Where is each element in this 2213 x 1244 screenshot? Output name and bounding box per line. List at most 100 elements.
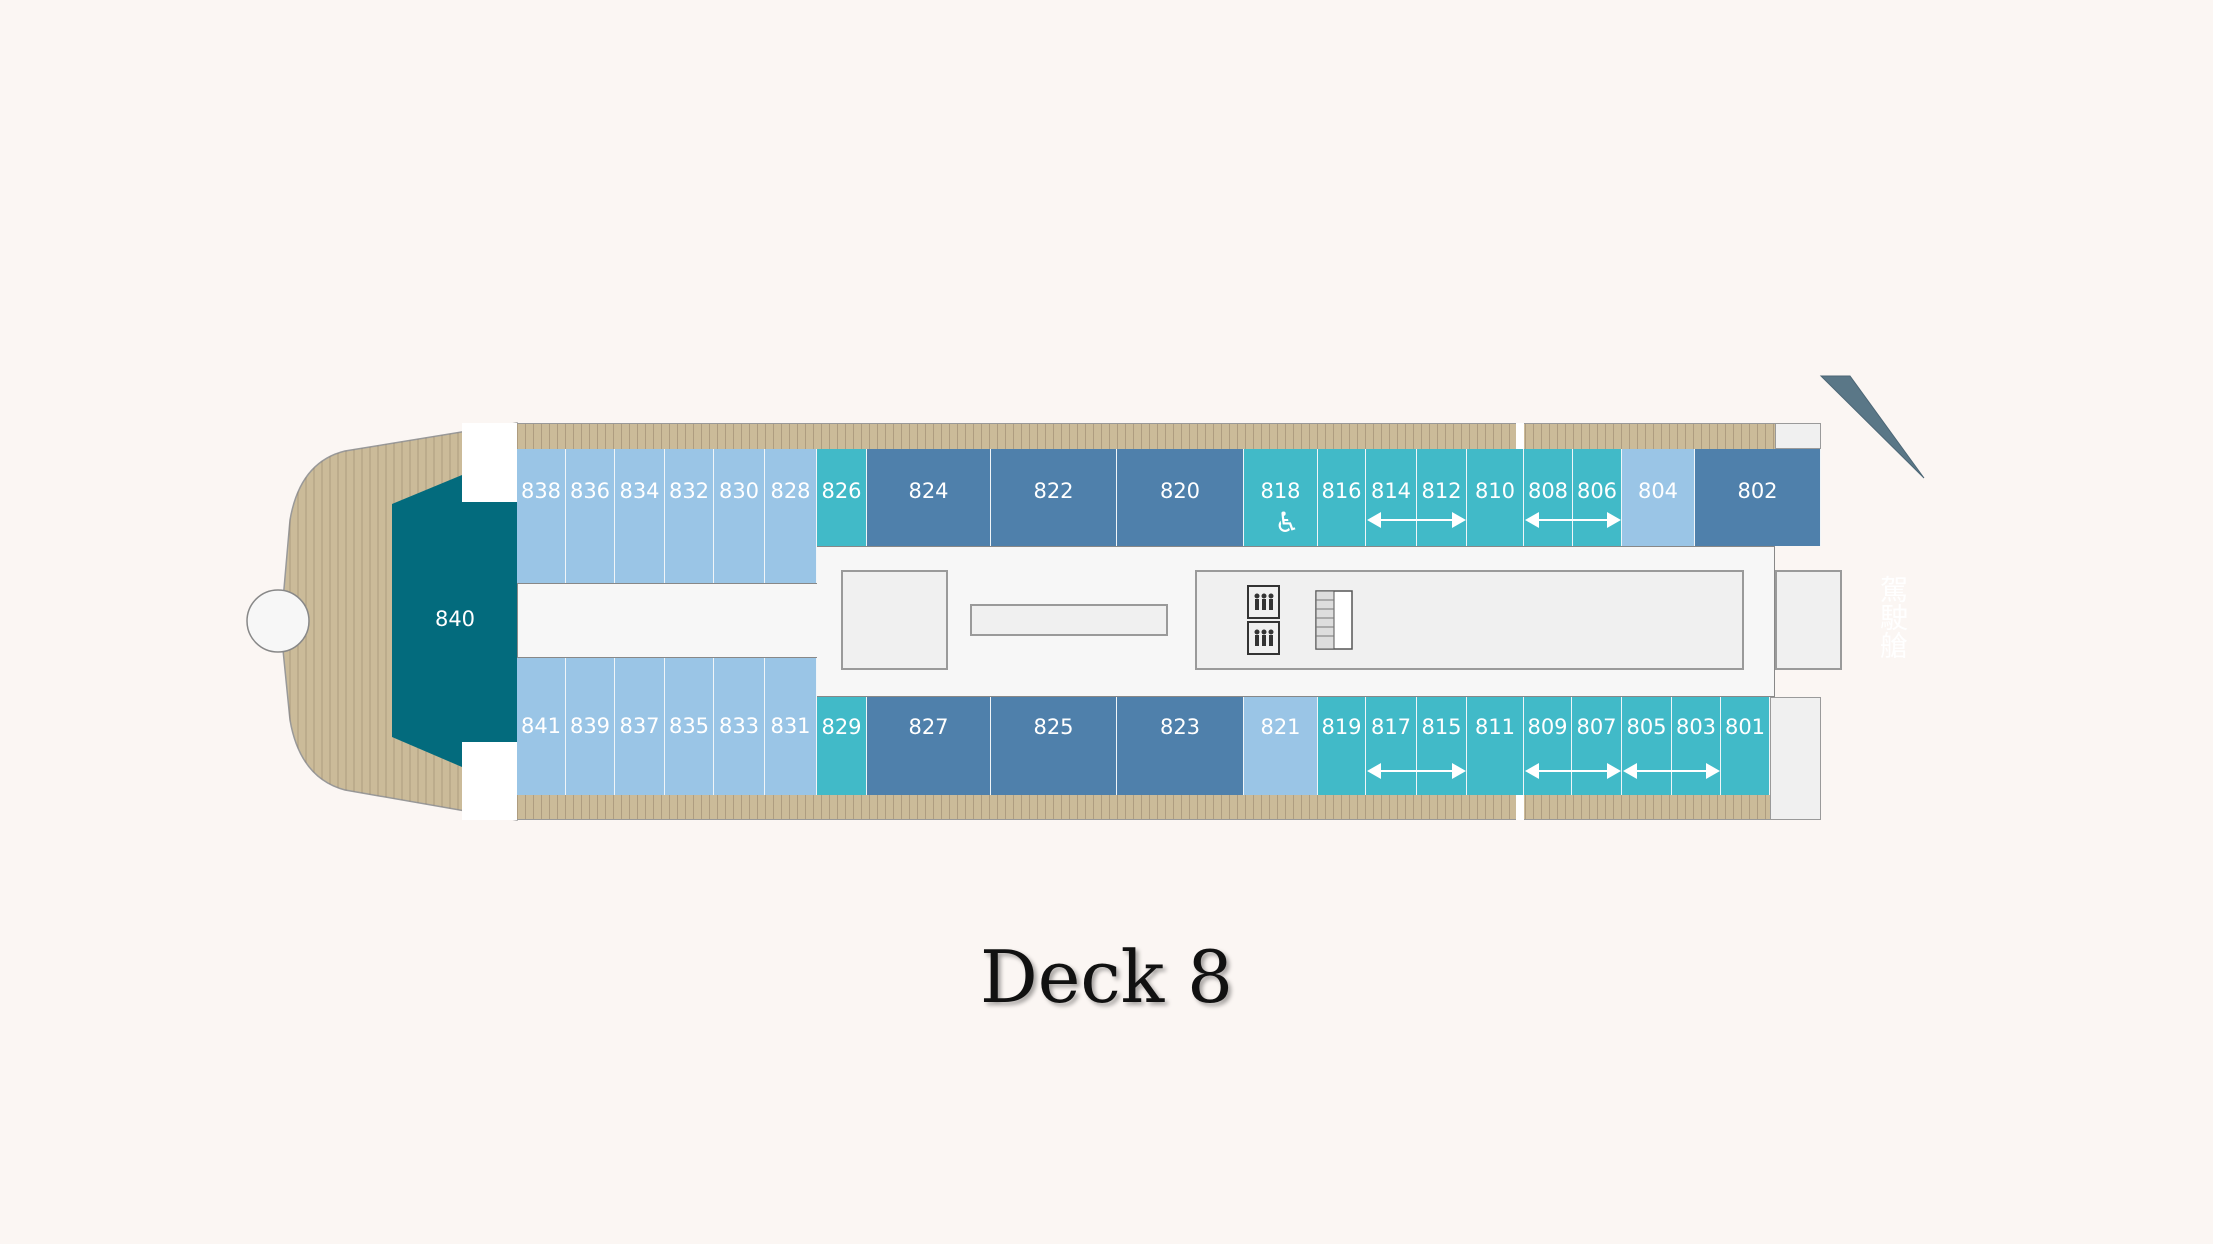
- bridge-wing-top: [1775, 423, 1821, 449]
- cabin-number: 835: [668, 714, 710, 738]
- cabin-number: 810: [1474, 479, 1516, 503]
- cabin-number: 821: [1260, 715, 1301, 739]
- cabin-number: 837: [619, 714, 660, 738]
- service-room: [841, 570, 948, 670]
- cabin-807[interactable]: 807: [1572, 697, 1622, 795]
- cabin-816[interactable]: 816: [1318, 449, 1366, 546]
- deck-strip-top: [517, 423, 1775, 449]
- cabin-822[interactable]: 822: [991, 449, 1117, 546]
- suite-840-shape[interactable]: [392, 475, 517, 767]
- bridge: [1819, 375, 1925, 479]
- cabin-828[interactable]: 828: [765, 449, 817, 583]
- cabin-824[interactable]: 824: [867, 449, 991, 546]
- cabin-817[interactable]: 817: [1366, 697, 1417, 795]
- cabin-number: 826: [821, 479, 862, 503]
- cabin-number: 817: [1370, 715, 1412, 739]
- cabin-number: 802: [1737, 479, 1778, 503]
- cabin-812[interactable]: 812: [1417, 449, 1467, 546]
- cabin-811[interactable]: 811: [1467, 697, 1524, 795]
- cabin-805[interactable]: 805: [1622, 697, 1672, 795]
- bridge-vestibule: [1775, 570, 1842, 670]
- cabin-number: 836: [569, 479, 611, 503]
- cabin-number: 808: [1527, 479, 1569, 503]
- cabin-number: 832: [668, 479, 710, 503]
- cabin-number: 830: [718, 479, 760, 503]
- cabin-number: 809: [1527, 715, 1568, 739]
- cabin-number: 805: [1626, 715, 1667, 739]
- cabin-number: 815: [1421, 715, 1462, 739]
- cabin-838[interactable]: 838: [517, 449, 566, 583]
- cabin-839[interactable]: 839: [566, 658, 615, 795]
- cabin-number: 819: [1321, 715, 1362, 739]
- bridge-label: 駕駛艙: [1876, 575, 1909, 659]
- cabin-827[interactable]: 827: [867, 697, 991, 795]
- cabin-number: 838: [520, 479, 562, 503]
- cabin-number: 833: [718, 714, 760, 738]
- cabin-834[interactable]: 834: [615, 449, 665, 583]
- cabin-823[interactable]: 823: [1117, 697, 1244, 795]
- cabin-818[interactable]: 818 ♿: [1244, 449, 1318, 546]
- cabin-829[interactable]: 829: [817, 697, 867, 795]
- cabin-number: 811: [1474, 715, 1516, 739]
- cabin-808[interactable]: 808: [1524, 449, 1573, 546]
- cabin-803[interactable]: 803: [1672, 697, 1721, 795]
- deck-strip-bottom: [517, 795, 1770, 820]
- cabin-820[interactable]: 820: [1117, 449, 1244, 546]
- cabin-number: 825: [1033, 715, 1074, 739]
- bow-capstan: [246, 589, 310, 653]
- wheelchair-icon: ♿: [1274, 506, 1300, 539]
- cabin-number: 814: [1370, 479, 1412, 503]
- elevator-icon: [1246, 584, 1281, 656]
- cabin-number: 801: [1724, 715, 1766, 739]
- cabin-809[interactable]: 809: [1524, 697, 1572, 795]
- cabin-number: 807: [1576, 715, 1617, 739]
- cabin-number: 806: [1576, 479, 1618, 503]
- connecting-door-arrow-icon: [1623, 763, 1720, 779]
- cabin-836[interactable]: 836: [566, 449, 615, 583]
- connecting-door-arrow-icon: [1367, 763, 1466, 779]
- cabin-number: 839: [569, 714, 611, 738]
- cabin-number: 816: [1321, 479, 1362, 503]
- stairs-icon: [1315, 590, 1353, 650]
- deck-title: Deck 8: [980, 935, 1233, 1019]
- cabin-821[interactable]: 821: [1244, 697, 1318, 795]
- cabin-810[interactable]: 810: [1467, 449, 1524, 546]
- cabin-841[interactable]: 841: [517, 658, 566, 795]
- cabin-826[interactable]: 826: [817, 449, 867, 546]
- cabin-number: 812: [1421, 479, 1462, 503]
- cabin-number: 820: [1159, 479, 1201, 503]
- cabin-825[interactable]: 825: [991, 697, 1117, 795]
- cabin-831[interactable]: 831: [765, 658, 817, 795]
- cabin-number: 829: [821, 715, 862, 739]
- cabin-830[interactable]: 830: [714, 449, 765, 583]
- cabin-number: 804: [1637, 479, 1679, 503]
- cabin-814[interactable]: 814: [1366, 449, 1417, 546]
- cabin-832[interactable]: 832: [665, 449, 714, 583]
- bow-landing-top: [462, 423, 517, 502]
- cabin-802[interactable]: 802: [1695, 449, 1821, 546]
- cabin-number: 823: [1159, 715, 1201, 739]
- connecting-door-arrow-icon: [1525, 763, 1621, 779]
- cabin-815[interactable]: 815: [1417, 697, 1467, 795]
- cabin-806[interactable]: 806: [1573, 449, 1622, 546]
- bridge-wing-bottom: [1770, 697, 1821, 820]
- connecting-door-arrow-icon: [1525, 512, 1621, 528]
- cabin-819[interactable]: 819: [1318, 697, 1366, 795]
- cabin-801[interactable]: 801: [1721, 697, 1770, 795]
- cabin-number: 834: [619, 479, 660, 503]
- cabin-837[interactable]: 837: [615, 658, 665, 795]
- suite-840-label: 840: [434, 607, 476, 631]
- corridor-aft: [517, 583, 827, 658]
- cabin-804[interactable]: 804: [1622, 449, 1695, 546]
- cabin-number: 841: [520, 714, 562, 738]
- cabin-number: 818: [1260, 479, 1301, 503]
- stair-elevator-core: [1195, 570, 1744, 670]
- cabin-number: 822: [1033, 479, 1074, 503]
- cabin-833[interactable]: 833: [714, 658, 765, 795]
- cabin-number: 831: [770, 714, 811, 738]
- cabin-835[interactable]: 835: [665, 658, 714, 795]
- cabin-number: 828: [770, 479, 811, 503]
- cabin-number: 803: [1675, 715, 1717, 739]
- connecting-door-arrow-icon: [1367, 512, 1466, 528]
